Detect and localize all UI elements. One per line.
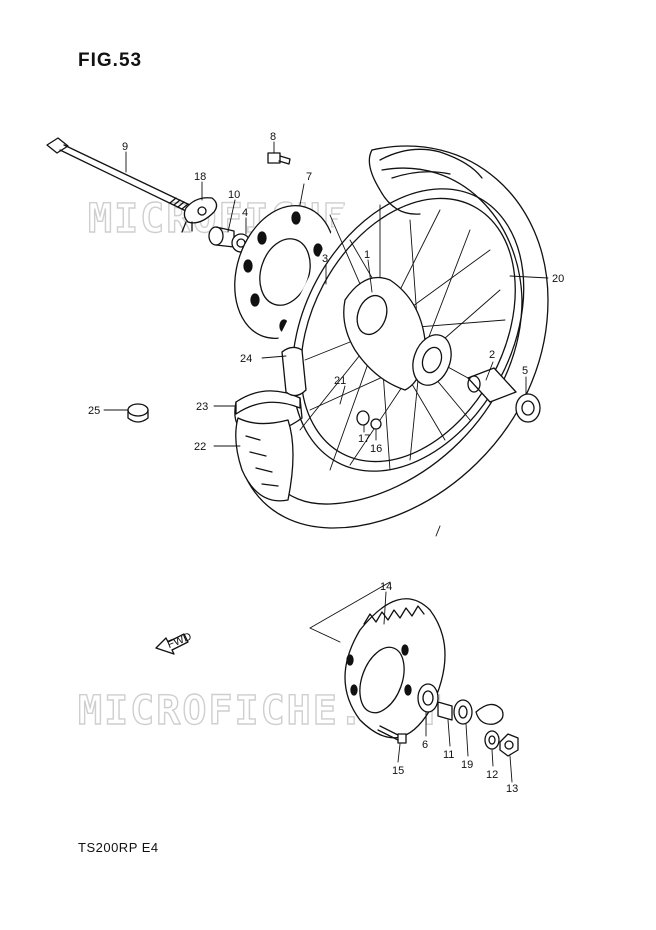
sprocket-bearing bbox=[417, 683, 439, 713]
part-label-15: 15 bbox=[392, 765, 404, 777]
rim-lock-nut bbox=[356, 410, 382, 430]
part-label-16: 16 bbox=[370, 443, 382, 455]
sprocket-spacer bbox=[437, 701, 453, 721]
fwd-arrow-label: FWD bbox=[166, 631, 194, 652]
hub-spacer bbox=[467, 367, 517, 403]
part-label-19: 19 bbox=[461, 759, 473, 771]
figure-title: FIG.53 bbox=[78, 50, 143, 71]
part-label-3: 3 bbox=[322, 253, 328, 265]
part-label-20: 20 bbox=[552, 273, 564, 285]
part-label-17: 17 bbox=[358, 433, 370, 445]
part-label-14: 14 bbox=[380, 581, 392, 593]
fwd-arrow bbox=[155, 633, 189, 655]
part-label-2: 2 bbox=[489, 349, 495, 361]
part-label-11: 11 bbox=[443, 749, 454, 761]
part-label-12: 12 bbox=[486, 769, 498, 781]
part-label-5: 5 bbox=[522, 365, 528, 377]
part-label-18: 18 bbox=[194, 171, 206, 183]
lock-plate bbox=[475, 703, 504, 725]
valve-cap bbox=[127, 403, 149, 423]
part-label-22: 22 bbox=[194, 441, 206, 453]
tire-section bbox=[235, 417, 294, 502]
part-label-4: 4 bbox=[242, 207, 248, 219]
part-label-24: 24 bbox=[240, 353, 252, 365]
sprocket-nut bbox=[499, 733, 519, 757]
leader-lines bbox=[103, 141, 549, 783]
lock-washer bbox=[453, 699, 473, 725]
part-labels: 1 2 3 4 5 6 7 8 9 10 11 12 13 14 15 16 1… bbox=[88, 131, 564, 795]
part-label-10: 10 bbox=[228, 189, 240, 201]
part-label-9: 9 bbox=[122, 141, 128, 153]
part-label-1: 1 bbox=[364, 249, 370, 261]
part-label-23: 23 bbox=[196, 401, 208, 413]
axle bbox=[46, 137, 193, 213]
rim-band bbox=[281, 346, 307, 397]
bearing-right bbox=[515, 393, 541, 423]
part-label-13: 13 bbox=[506, 783, 518, 795]
part-label-25: 25 bbox=[88, 405, 100, 417]
part-label-8: 8 bbox=[270, 131, 276, 143]
sprocket-bolt bbox=[377, 725, 407, 744]
hub bbox=[343, 276, 452, 391]
washer bbox=[484, 730, 500, 750]
part-label-6: 6 bbox=[422, 739, 428, 751]
model-label: TS200RP E4 bbox=[78, 840, 159, 855]
speedometer-gear-box bbox=[181, 197, 218, 233]
part-label-21: 21 bbox=[334, 375, 346, 387]
part-label-7: 7 bbox=[306, 171, 312, 183]
disc-bolt bbox=[267, 152, 291, 165]
